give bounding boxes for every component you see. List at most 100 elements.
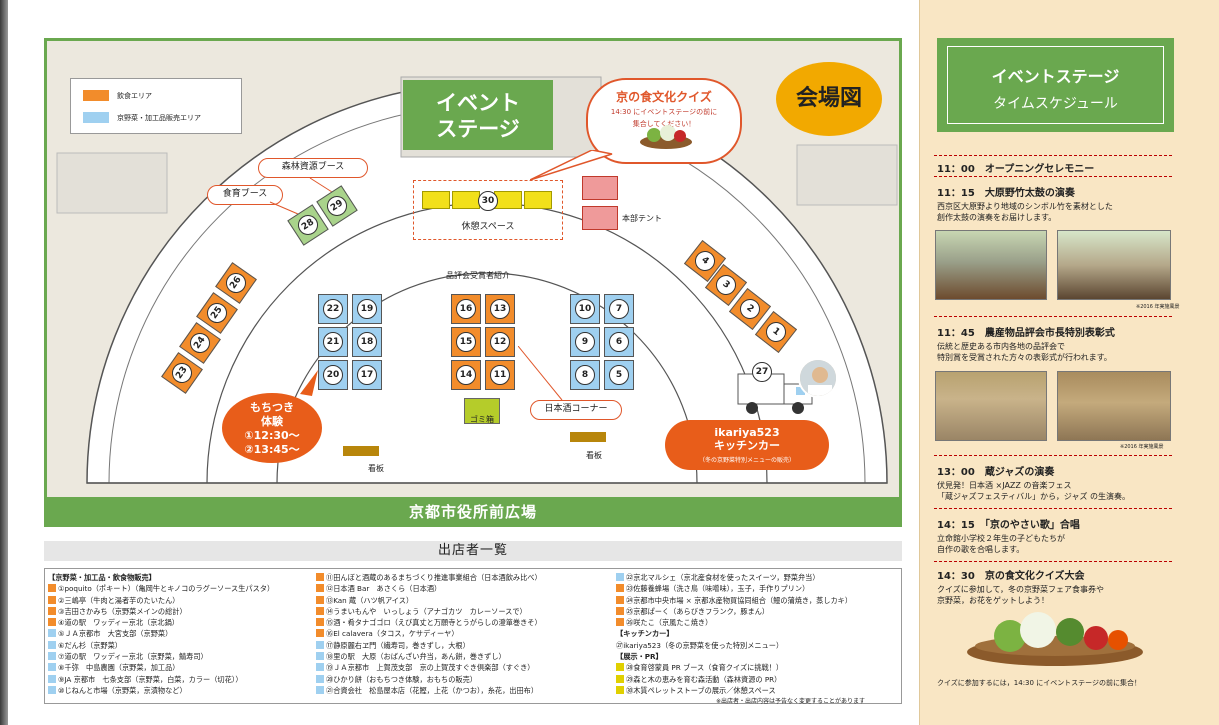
booth-16[interactable]: 16 (451, 294, 481, 324)
vendor-text: ⑤ＪＡ京都市 大宮支部（京野菜） (58, 629, 173, 639)
food-dot (316, 595, 324, 604)
food-dot (316, 629, 324, 638)
booth-11[interactable]: 11 (485, 360, 515, 390)
booth-21[interactable]: 21 (318, 327, 348, 357)
booth-number: 9 (575, 332, 595, 352)
divider (934, 316, 1172, 317)
photo-credit: ※2016 年実施風景 (1120, 444, 1164, 450)
vendor-text: ⑥だん杉（京野菜） (58, 640, 122, 650)
bench (422, 191, 450, 209)
vegetable-dot (48, 629, 56, 638)
taiko-photo-2 (1057, 230, 1171, 300)
event-2-title: 11：15 大原野竹太鼓の演奏 (937, 188, 1075, 199)
event-3-desc-2: 特別賞を受賞された方々の表彰式が行われます。 (937, 353, 1112, 362)
vendor-section-header: 【キッチンカー】 (616, 629, 674, 639)
vendor-item: ㉗ikariya523（冬の京野菜を使った特別メニュー） (616, 640, 852, 651)
sake-corner-label: 日本酒コーナー (530, 400, 622, 420)
booth-number: 13 (490, 299, 510, 319)
vendor-item: ①poquito（ポキート）（亀岡牛とキノコのラグーソース生パスタ） (48, 583, 274, 594)
booth-number: 14 (456, 365, 476, 385)
booth-22[interactable]: 22 (318, 294, 348, 324)
booth-14[interactable]: 14 (451, 360, 481, 390)
vegetable-dot (316, 640, 324, 649)
booth-20[interactable]: 20 (318, 360, 348, 390)
hq-tent (582, 176, 618, 200)
vendor-item: ⑮酒・肴タナゴゴロ（えび真丈と万願寺とうがらしの澄箪巻きそ） (316, 617, 542, 628)
vendor-text: ㉙森と木の恵みを育む森活動（森林資源の PR） (626, 674, 782, 684)
legend-vegetable-swatch (83, 112, 109, 123)
vendor-text: ⑯El calavera（タコス，ケサディーヤ） (326, 629, 459, 639)
kitchen-car-callout: ikariya523 キッチンカー （冬の京野菜特別メニューの販売） (665, 420, 829, 470)
trash-bin: ゴミ箱 (464, 398, 500, 424)
food-dot (316, 584, 324, 593)
booth-number: 7 (609, 299, 629, 319)
quiz-callout-line1: 14:30 にイベントステージの前に (610, 108, 718, 116)
booth-number: 29 (323, 192, 351, 220)
bench (494, 191, 522, 209)
vendor-column-1: 【京野菜・加工品・飲食物販売】 ①poquito（ポキート）（亀岡牛とキノコのラ… (48, 572, 274, 696)
vendor-list-frame (44, 568, 902, 704)
booth-13[interactable]: 13 (485, 294, 515, 324)
food-dot (316, 573, 324, 581)
person-icon (800, 360, 836, 396)
vendor-text: ⑩じねんと市場（京野菜，京漬物など） (58, 685, 187, 695)
vendor-text: ㉕京都ぱーく（あらびきフランク，豚まん） (626, 606, 770, 616)
vegetable-basket-icon (640, 125, 692, 149)
mochi-line1: もちつき (250, 401, 294, 414)
plaza-label: 京都市役所前広場 (44, 497, 902, 527)
vendor-text: ㉒京北マルシェ（京北産食材を使ったスイーツ，野菜弁当） (626, 573, 820, 582)
vendor-item: ㉘食育啓蒙員 PR ブース（食育クイズに挑戦！） (616, 662, 852, 673)
food-dot (616, 606, 624, 615)
booth-17[interactable]: 17 (352, 360, 382, 390)
booth-10[interactable]: 10 (570, 294, 600, 324)
booth-6[interactable]: 6 (604, 327, 634, 357)
booth-number: 27 (752, 362, 772, 382)
event-3-desc-1: 伝統と歴史ある市内各地の品評会で (937, 342, 1065, 351)
booth-number: 3 (711, 270, 741, 300)
booth-9[interactable]: 9 (570, 327, 600, 357)
vendor-item: ⑧千弥 中島農園（京野菜，加工品） (48, 662, 274, 673)
booth-15[interactable]: 15 (451, 327, 481, 357)
stage-label-line2: ステージ (436, 117, 520, 141)
booth-8[interactable]: 8 (570, 360, 600, 390)
legend-food-row: 飲食エリア (83, 90, 152, 101)
vendor-item: ②三嶋亭（牛肉と湯者芋のたいたん） (48, 595, 274, 606)
sake-corner-leader (518, 346, 563, 401)
award-photo-2 (1057, 371, 1171, 441)
vendor-text: ①poquito（ポキート）（亀岡牛とキノコのラグーソース生パスタ） (58, 584, 275, 594)
venue-map-badge: 会場図 (776, 62, 882, 136)
booth-number: 28 (294, 211, 322, 239)
event-3-title: 11：45 農産物品評会市長特別表彰式 (937, 328, 1115, 339)
event-5-desc-2: 自作の歌を合唱します。 (937, 545, 1025, 554)
rest-space: 30 休憩スペース (413, 180, 563, 240)
divider (934, 176, 1172, 177)
vegetable-basket-icon (967, 612, 1143, 666)
mochi-experience-callout: もちつき 体験 ①12:30～ ②13:45～ (222, 393, 322, 463)
booth-18[interactable]: 18 (352, 327, 382, 357)
vendor-section-header: 【京野菜・加工品・飲食物販売】 (48, 573, 156, 582)
schedule-header-frame: イベントステージ タイムスケジュール (947, 46, 1164, 124)
booth-label-leaders (269, 177, 333, 215)
divider (934, 455, 1172, 456)
booth-19[interactable]: 19 (352, 294, 382, 324)
vegetable-dot (48, 640, 56, 649)
vendor-column-2: ⑪田んぼと酒蔵のあるまちづくり推進事業組合（日本酒飲み比べ） ⑫日本酒 Bar … (316, 572, 542, 696)
booth-12[interactable]: 12 (485, 327, 515, 357)
vegetable-dot (616, 573, 624, 581)
map-legend: 飲食エリア 京野菜・加工品販売エリア (70, 78, 242, 134)
schedule-header-title: イベントステージ (991, 67, 1120, 86)
vendor-text: ⑬Kan 蔵（ハツ帆アイス） (326, 595, 414, 605)
food-education-booth-label: 食育ブース (207, 185, 283, 205)
kitchen-car-desc: （冬の京野菜特別メニューの販売） (698, 457, 795, 464)
booth-5[interactable]: 5 (604, 360, 634, 390)
vegetable-dot (48, 674, 56, 683)
vendor-text: ㉑合資会社 松島屋本店（花鰹，上花（かつお），糸花，出田布） (326, 685, 539, 695)
vegetable-dot (48, 685, 56, 694)
vendor-text: ②三嶋亭（牛肉と湯者芋のたいたん） (58, 595, 180, 605)
vendor-item: ⑨JA 京都市 七条支部（京野菜，白菜，カラー（切花）） (48, 674, 274, 685)
booth-7[interactable]: 7 (604, 294, 634, 324)
kitchen-truck-icon (737, 373, 813, 414)
booth-number: 5 (609, 365, 629, 385)
divider (934, 561, 1172, 562)
vendor-text: ㉚木質ペレットストーブの展示／休憩スペース (626, 685, 776, 695)
